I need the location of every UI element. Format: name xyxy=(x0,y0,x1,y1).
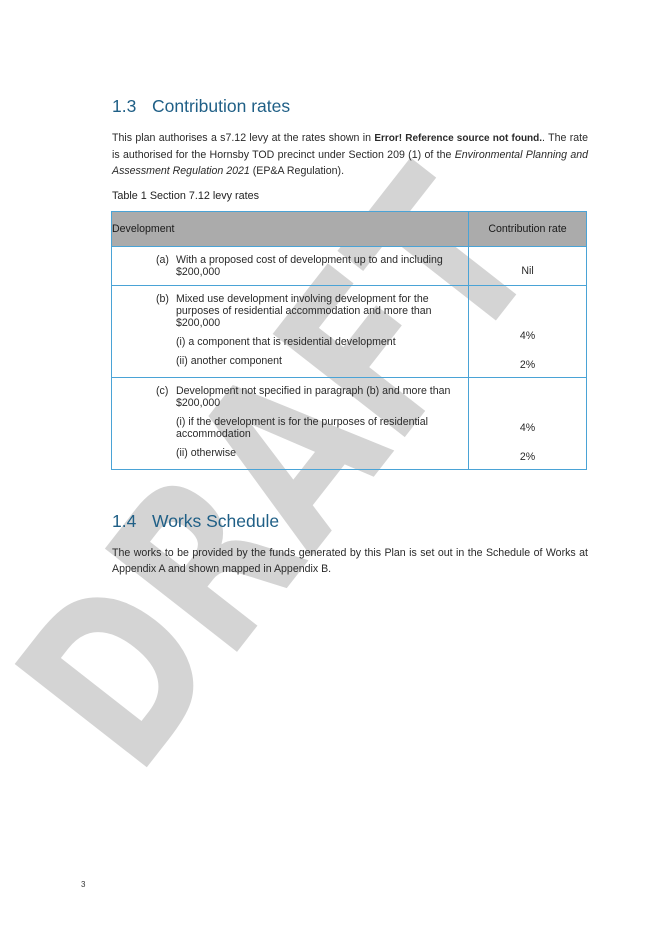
row-description: Mixed use development involving developm… xyxy=(176,293,432,329)
header-contribution-rate: Contribution rate xyxy=(468,211,587,247)
section-number: 1.4 xyxy=(112,511,137,531)
rate-value: 2% xyxy=(519,451,536,463)
development-cell: (c) Development not specified in paragra… xyxy=(111,377,469,470)
header-development: Development xyxy=(111,211,469,247)
row-description: Development not specified in paragraph (… xyxy=(176,385,451,409)
row-sub-item: (i) a component that is residential deve… xyxy=(176,336,396,348)
rate-value: 4% xyxy=(519,330,536,342)
row-description: With a proposed cost of development up t… xyxy=(176,254,443,278)
rate-value: 4% xyxy=(519,422,536,434)
table-row: (b) Mixed use development involving deve… xyxy=(111,285,587,378)
rate-value: 2% xyxy=(519,359,536,371)
rate-cell: 4% 2% xyxy=(468,377,587,470)
paragraph-text: . The rate is authorised for the Hornsby… xyxy=(112,132,588,161)
section-heading-1-4: 1.4 Works Schedule xyxy=(112,511,279,532)
rate-cell: Nil xyxy=(468,246,587,286)
development-cell: (a) With a proposed cost of development … xyxy=(111,246,469,286)
regulation-title: Environmental Planning and Assessment Re… xyxy=(112,149,588,177)
row-sub-item: (ii) otherwise xyxy=(176,447,237,459)
row-sub-item: (ii) another component xyxy=(176,355,282,367)
table-caption: Table 1 Section 7.12 levy rates xyxy=(112,190,260,202)
rate-value: Nil xyxy=(521,265,534,277)
reference-error-text: Error! Reference source not found. xyxy=(374,133,543,144)
section-number: 1.3 xyxy=(112,96,137,116)
row-sub-item: (i) if the development is for the purpos… xyxy=(176,416,429,440)
page-number: 3 xyxy=(81,880,86,889)
row-label: (c) xyxy=(156,385,169,397)
works-schedule-paragraph: The works to be provided by the funds ge… xyxy=(112,547,588,575)
contribution-rates-paragraph: This plan authorises a s7.12 levy at the… xyxy=(112,130,588,179)
table-row: (a) With a proposed cost of development … xyxy=(111,246,587,286)
development-cell: (b) Mixed use development involving deve… xyxy=(111,285,469,378)
table-row: (c) Development not specified in paragra… xyxy=(111,377,587,470)
rate-cell: 4% 2% xyxy=(468,285,587,378)
levy-rates-table: Development Contribution rate (a) With a… xyxy=(111,211,587,470)
row-label: (a) xyxy=(156,254,169,266)
section-title: Works Schedule xyxy=(152,511,280,531)
paragraph-text: This plan authorises a s7.12 levy at the… xyxy=(112,132,375,144)
section-title: Contribution rates xyxy=(152,96,291,116)
row-label: (b) xyxy=(156,293,169,305)
section-heading-1-3: 1.3 Contribution rates xyxy=(112,96,290,117)
paragraph-text: (EP&A Regulation). xyxy=(249,165,345,177)
table-header-row: Development Contribution rate xyxy=(111,211,587,247)
